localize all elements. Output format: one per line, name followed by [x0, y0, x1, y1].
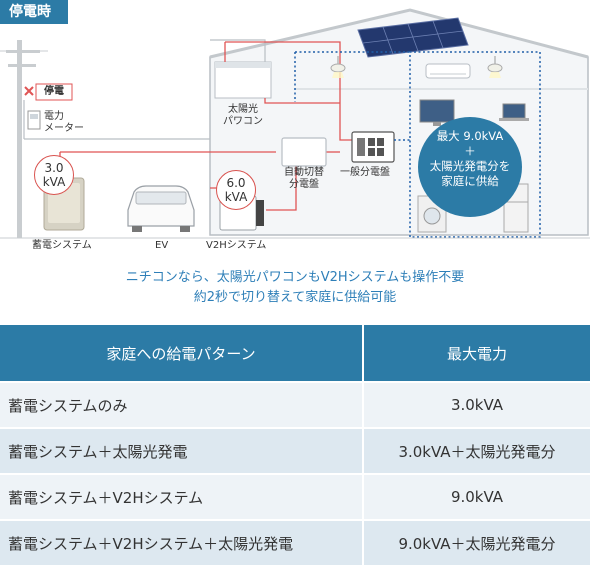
row-pattern: 蓄電システム＋V2Hシステム＋太陽光発電 [8, 534, 294, 553]
row-max-power: 3.0kVA [450, 396, 504, 414]
table-row: 蓄電システム＋V2Hシステム 9.0kVA [0, 475, 590, 519]
grid-lines [23, 39, 266, 140]
v2h-capacity-badge: 6.0 kVA [216, 170, 256, 210]
power-failure-x-icon [24, 83, 73, 101]
header-max-power: 最大電力 [446, 344, 507, 363]
distribution-panel-label: 一般分電盤 [340, 167, 390, 178]
outage-badge: 停電時 [0, 0, 68, 24]
tv-icon [419, 99, 455, 126]
caption-line-2: 約2秒で切り替えて家庭に供給可能 [193, 290, 397, 305]
row-pattern: 蓄電システムのみ [8, 396, 128, 415]
header-pattern: 家庭への給電パターン [106, 344, 256, 363]
power-outage-diagram: 停電時 停電 電力 メーター 太陽光 パワコン 自動切替 分電盤 一般分電盤 3… [0, 0, 590, 262]
supply-pattern-table: 家庭への給電パターン 最大電力 蓄電システムのみ 3.0kVA 蓄電システム＋太… [0, 325, 590, 565]
auto-switch-label: 自動切替 分電盤 [284, 167, 324, 190]
battery-capacity-badge: 3.0 kVA [34, 155, 74, 195]
battery-system-label: 蓄電システム [32, 240, 92, 251]
row-max-power: 3.0kVA＋太陽光発電分 [398, 442, 556, 461]
stop-label: 停電 [44, 86, 64, 97]
row-pattern: 蓄電システム＋V2Hシステム [8, 488, 204, 507]
table-row: 蓄電システム＋V2Hシステム＋太陽光発電 9.0kVA＋太陽光発電分 [0, 521, 590, 565]
ev-car-icon [127, 185, 195, 232]
max-supply-bubble: 最大 9.0kVA ＋ 太陽光発電分を 家庭に供給 [418, 117, 522, 217]
table-header-row: 家庭への給電パターン 最大電力 [0, 325, 590, 381]
solar-panel-icon [357, 17, 469, 58]
air-conditioner-icon [425, 63, 471, 79]
caption-line-1: ニチコンなら、太陽光パワコンもV2Hシステムも操作不要 [125, 270, 465, 285]
solar-power-conditioner-icon [214, 61, 272, 99]
supply-area-outline [294, 51, 541, 238]
auto-switch-panel-icon [281, 137, 327, 167]
row-max-power: 9.0kVA [450, 488, 504, 506]
row-max-power: 9.0kVA＋太陽光発電分 [398, 534, 556, 553]
row-pattern: 蓄電システム＋太陽光発電 [8, 442, 188, 461]
ceiling-light-icon [330, 56, 503, 78]
solar-pcs-label: 太陽光 パワコン [223, 104, 263, 127]
table-row: 蓄電システムのみ 3.0kVA [0, 383, 590, 427]
table-row: 蓄電システム＋太陽光発電 3.0kVA＋太陽光発電分 [0, 429, 590, 473]
column-divider [362, 325, 364, 565]
caption: ニチコンなら、太陽光パワコンもV2Hシステムも操作不要 約2秒で切り替えて家庭に… [0, 268, 590, 308]
utility-pole-icon [0, 40, 48, 238]
distribution-panel-icon [351, 131, 395, 163]
electric-meter-icon [27, 110, 41, 130]
ev-label: EV [155, 240, 169, 251]
v2h-system-label: V2Hシステム [206, 240, 267, 251]
meter-label: 電力 メーター [44, 111, 84, 134]
laptop-icon [499, 103, 529, 121]
diagram-illustration [0, 8, 590, 239]
